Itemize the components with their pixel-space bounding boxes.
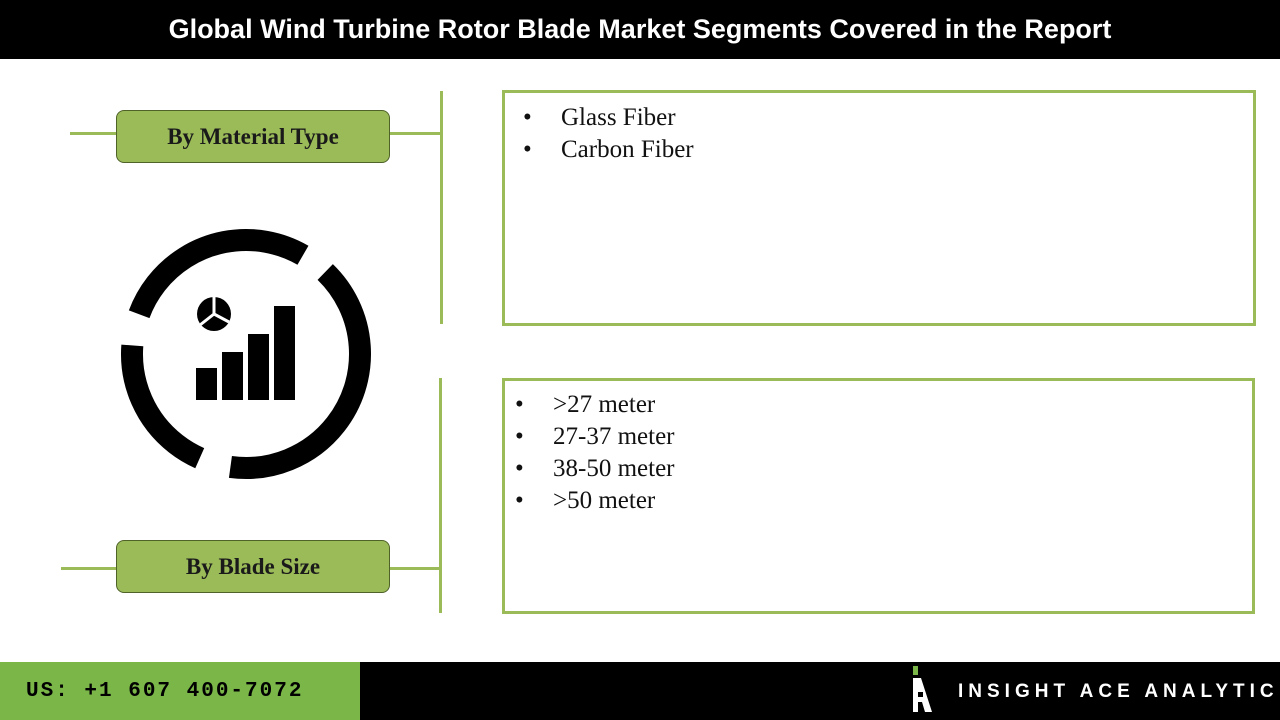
segment-box-blade-size: • >27 meter • 27-37 meter • 38-50 meter … xyxy=(502,378,1255,614)
segment-box-material-type: • Glass Fiber • Carbon Fiber xyxy=(502,90,1256,326)
list-item: • 38-50 meter xyxy=(515,453,1252,485)
insight-ace-logo-icon xyxy=(910,666,936,712)
divider-line-blade xyxy=(439,378,442,613)
bullet-icon: • xyxy=(515,423,524,450)
segment-list-blade-size: • >27 meter • 27-37 meter • 38-50 meter … xyxy=(505,381,1252,517)
footer-brand-bar: INSIGHT ACE ANALYTIC xyxy=(360,662,1280,720)
page-title: Global Wind Turbine Rotor Blade Market S… xyxy=(168,14,1112,44)
segment-list-material-type: • Glass Fiber • Carbon Fiber xyxy=(505,93,1253,166)
bullet-icon: • xyxy=(515,391,524,418)
segment-label-text: By Blade Size xyxy=(185,553,321,579)
segment-label-text: By Material Type xyxy=(167,123,339,149)
connector-line-blade-left xyxy=(61,567,116,570)
connector-line-material-right xyxy=(390,132,442,135)
bullet-icon: • xyxy=(515,455,524,482)
list-item: • >27 meter xyxy=(515,389,1252,421)
bullet-icon: • xyxy=(523,104,532,131)
list-item: • Carbon Fiber xyxy=(523,134,1253,166)
analytics-chart-icon xyxy=(118,226,374,482)
segment-label-material-type: By Material Type xyxy=(116,110,390,163)
connector-line-blade-right xyxy=(390,567,442,570)
connector-line-material-left xyxy=(70,132,116,135)
footer-phone: US: +1 607 400-7072 xyxy=(26,679,304,703)
bullet-icon: • xyxy=(515,487,524,514)
list-item: • 27-37 meter xyxy=(515,421,1252,453)
segment-label-blade-size: By Blade Size xyxy=(116,540,390,593)
divider-line-material xyxy=(440,91,443,324)
page-header: Global Wind Turbine Rotor Blade Market S… xyxy=(0,0,1280,59)
list-item: • Glass Fiber xyxy=(523,102,1253,134)
list-item: • >50 meter xyxy=(515,485,1252,517)
footer-brand-name: INSIGHT ACE ANALYTIC xyxy=(958,681,1279,702)
footer-contact: US: +1 607 400-7072 xyxy=(0,662,360,720)
bullet-icon: • xyxy=(523,136,532,163)
